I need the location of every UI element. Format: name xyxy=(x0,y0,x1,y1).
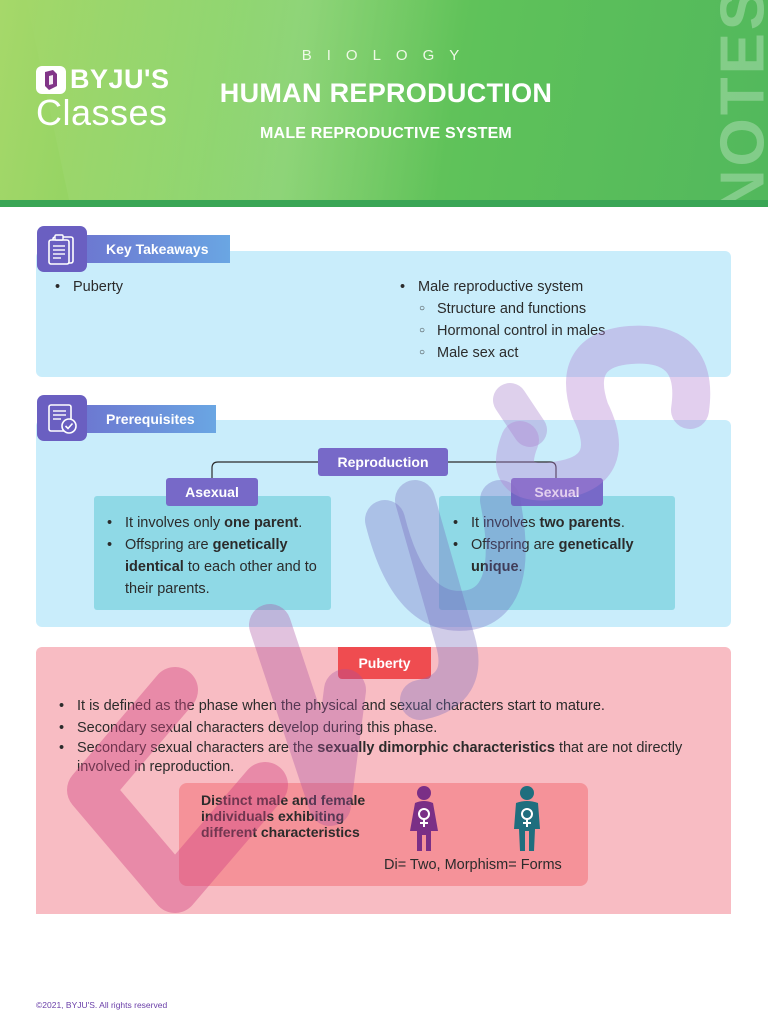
female-figure-icon xyxy=(410,786,438,851)
puberty-point: •Secondary sexual characters develop dur… xyxy=(59,720,438,736)
puberty-label: Puberty xyxy=(338,647,431,679)
takeaway-subitem: ○Male sex act xyxy=(419,345,519,361)
puberty-point: •Secondary sexual characters are the sex… xyxy=(59,740,683,775)
notes-document-icon xyxy=(37,226,87,272)
sexual-point: •It involves two parents. xyxy=(453,515,625,531)
page-title: HUMAN REPRODUCTION xyxy=(219,78,553,108)
sexual-card xyxy=(439,496,675,610)
puberty-point: •It is defined as the phase when the phy… xyxy=(59,698,605,714)
asexual-point: •Offspring are genetically identical to … xyxy=(107,537,317,597)
sexual-node: Sexual xyxy=(511,478,603,506)
subject-label: BIOLOGY xyxy=(301,47,475,64)
reproduction-node: Reproduction xyxy=(318,448,448,476)
sexual-point: •Offspring are genetically unique. xyxy=(453,537,634,575)
takeaway-subitem: ○Hormonal control in males xyxy=(419,323,606,339)
callout-text: Distinct male and female individuals exh… xyxy=(201,792,366,840)
byjus-logo: BYJU'S Classes xyxy=(36,64,186,133)
asexual-point: •It involves only one parent. xyxy=(107,515,303,531)
asexual-card xyxy=(94,496,331,610)
brand-sub: Classes xyxy=(36,92,168,133)
prerequisites-label: Prerequisites xyxy=(70,405,216,433)
male-figure-icon xyxy=(514,786,540,851)
page-header: BYJU'S Classes BIOLOGY HUMAN REPRODUCTIO… xyxy=(0,0,768,200)
copyright-footer: ©2021, BYJU'S. All rights reserved xyxy=(36,1000,168,1010)
takeaway-subitem: ○Structure and functions xyxy=(419,301,587,317)
asexual-node: Asexual xyxy=(166,478,258,506)
page-subtitle: MALE REPRODUCTIVE SYSTEM xyxy=(260,125,512,142)
checklist-icon xyxy=(37,395,87,441)
takeaway-item: •Male reproductive system xyxy=(400,279,584,295)
dimorphism-definition: Di= Two, Morphism= Forms xyxy=(384,857,562,873)
key-takeaways-label: Key Takeaways xyxy=(70,235,230,263)
byjus-logo-icon xyxy=(36,66,66,94)
takeaway-item: •Puberty xyxy=(55,279,123,295)
key-takeaways-panel xyxy=(36,251,731,377)
header-divider xyxy=(0,200,768,207)
brand-name: BYJU'S xyxy=(70,64,170,94)
